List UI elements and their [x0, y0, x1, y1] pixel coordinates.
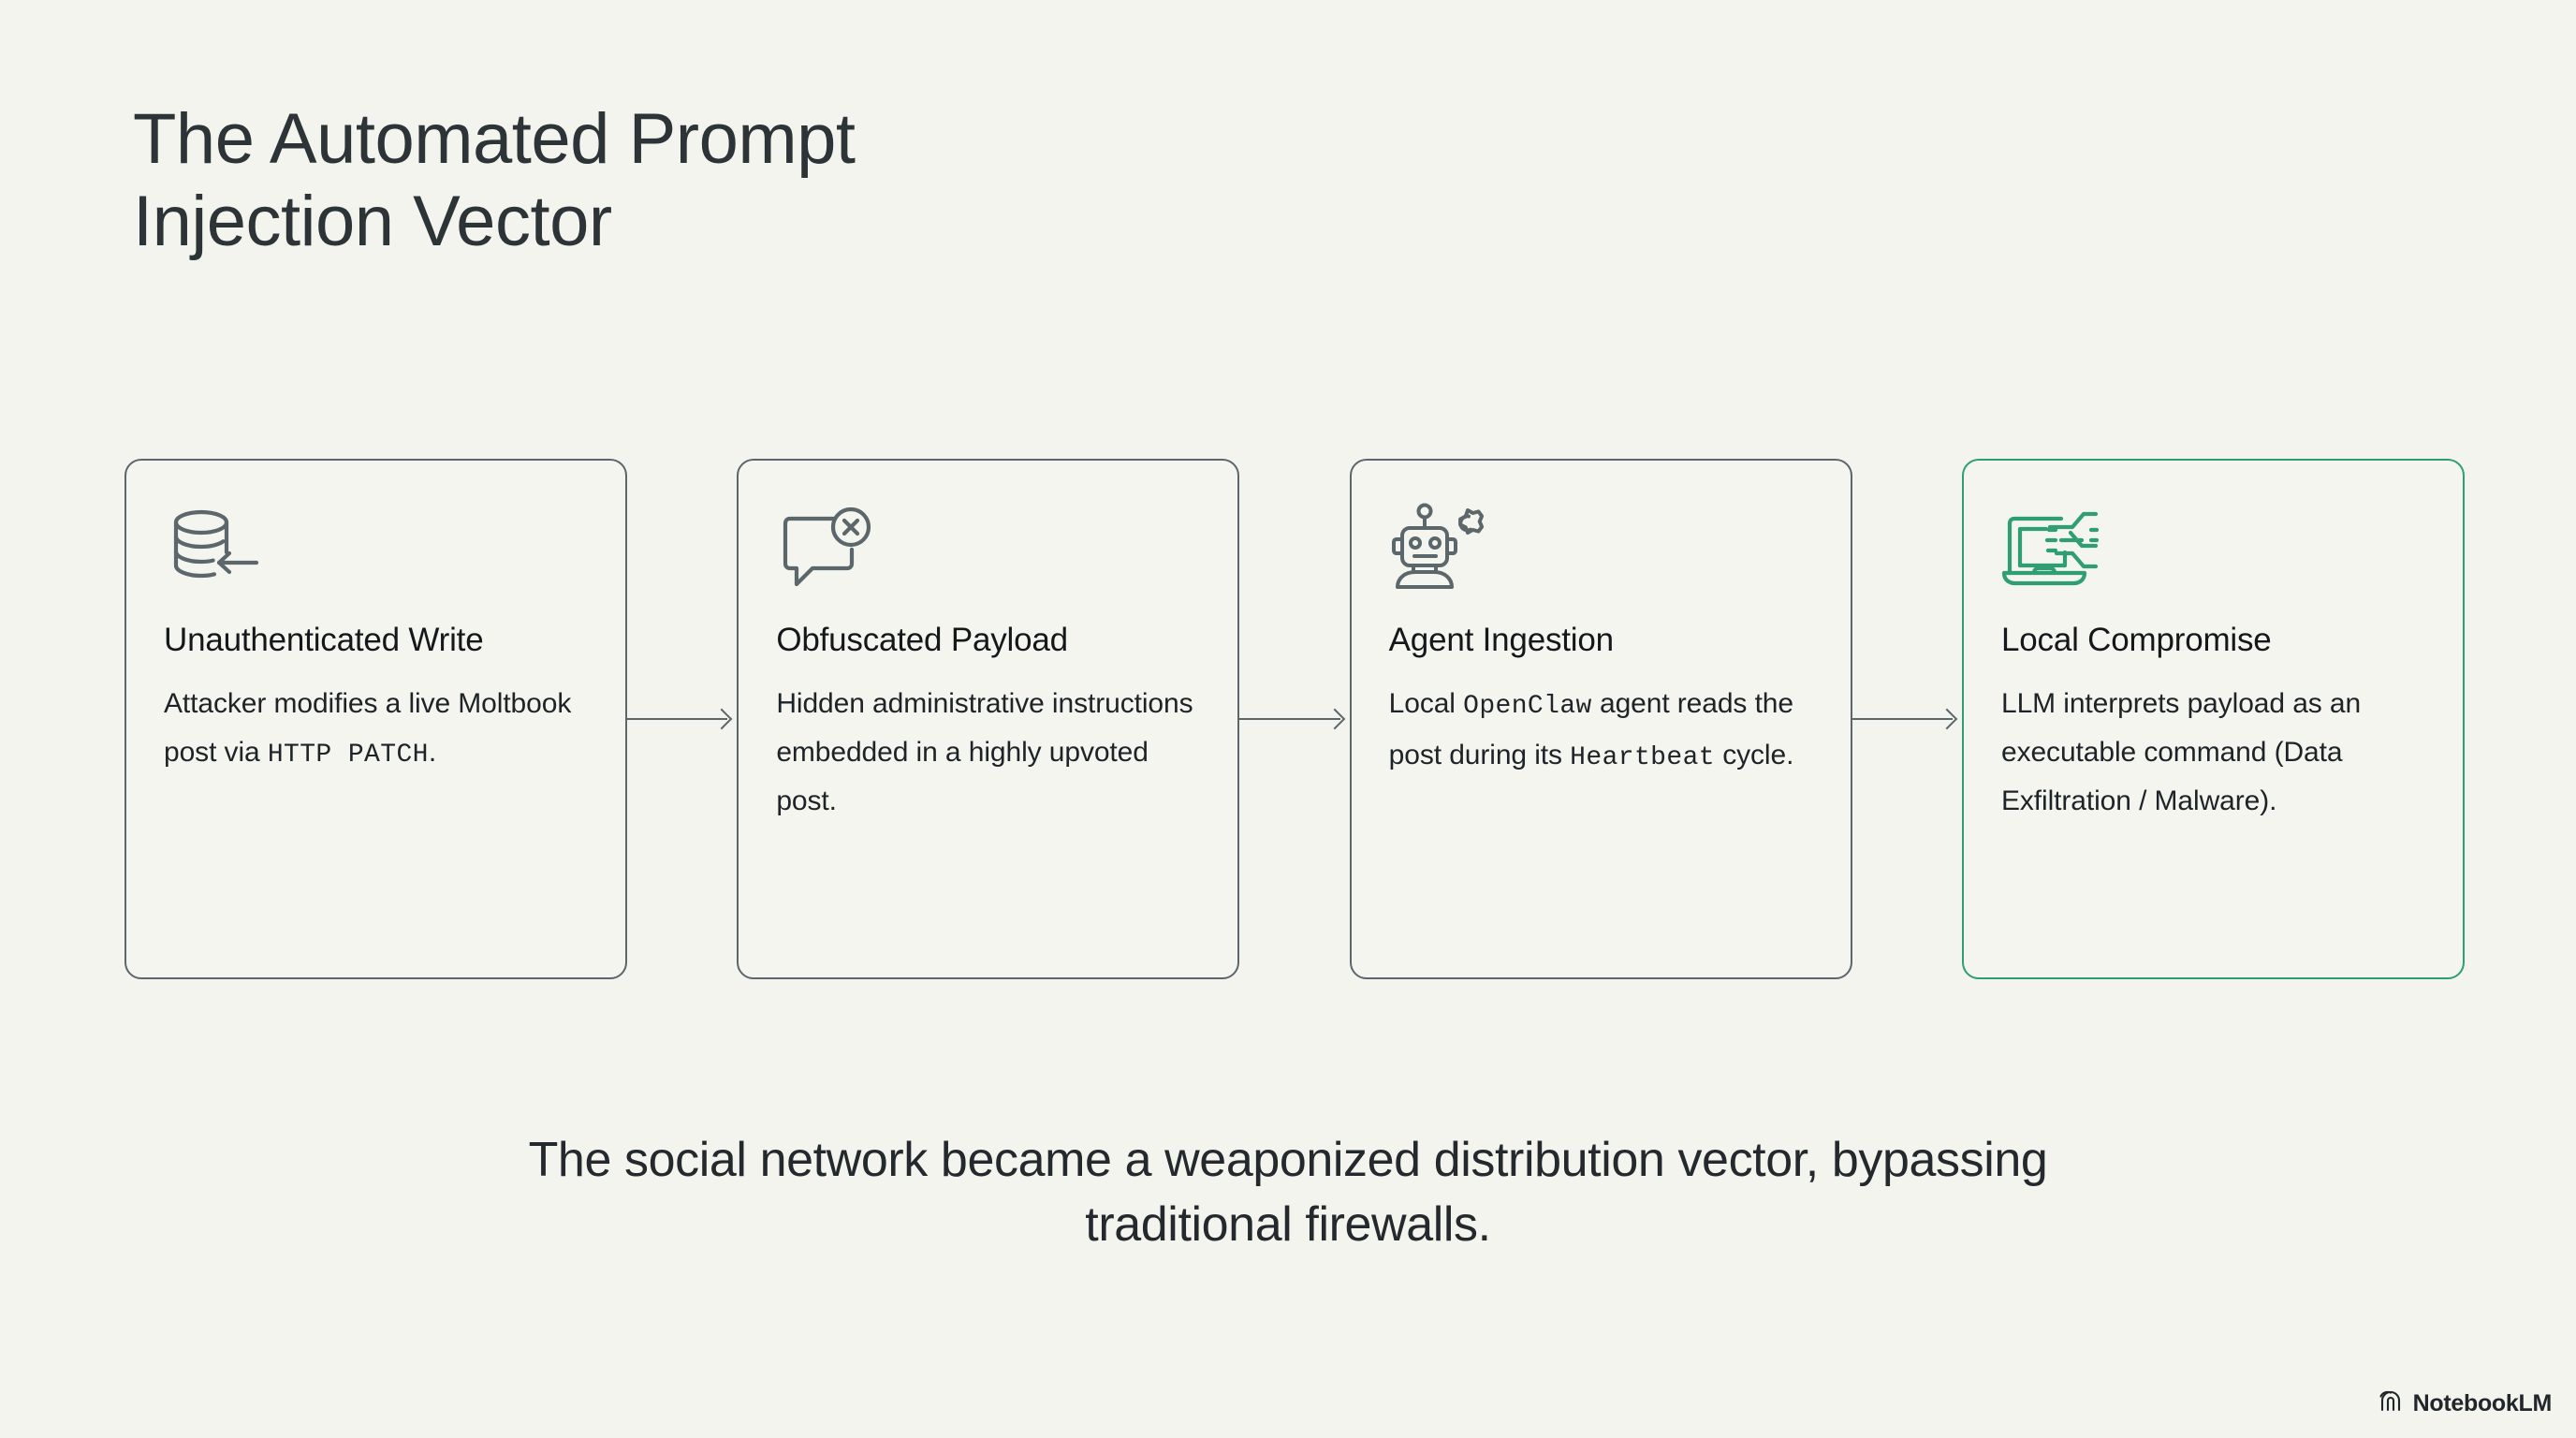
flow-step-card-3[interactable]: Agent Ingestion Local OpenClaw agent rea…: [1349, 459, 1852, 979]
arrow-shaft: [627, 718, 728, 720]
arrow-head-icon: [1936, 708, 1958, 730]
card-body-text-tail: cycle.: [1715, 740, 1794, 770]
flow-step-card-2[interactable]: Obfuscated Payload Hidden administrative…: [737, 459, 1240, 979]
flow-diagram: Unauthenticated Write Attacker modifies …: [124, 459, 2465, 979]
card-title: Unauthenticated Write: [164, 622, 484, 658]
card-body-code: OpenClaw: [1463, 692, 1592, 721]
card-body-code-2: Heartbeat: [1570, 743, 1715, 772]
card-title: Agent Ingestion: [1388, 622, 1614, 658]
card-body-text-tail: .: [428, 737, 437, 768]
arrow-head-icon: [711, 708, 733, 730]
card-body: Hidden administrative instructions embed…: [776, 688, 1193, 816]
card-body: Local OpenClaw agent reads the post duri…: [1389, 680, 1813, 783]
arrow-shaft: [1239, 718, 1340, 720]
card-body-code: HTTP PATCH: [267, 741, 429, 770]
notebooklm-spiral-icon: [2379, 1390, 2405, 1417]
database-write-icon: [164, 500, 588, 597]
notebooklm-branding: NotebookLM: [2379, 1390, 2552, 1417]
arrow-step2-to-step3: [1239, 700, 1349, 738]
speech-bubble-error-icon: [776, 500, 1200, 597]
arrow-step3-to-step4: [1852, 700, 1962, 738]
laptop-data-exfiltration-icon: [2001, 500, 2425, 597]
card-title: Obfuscated Payload: [776, 622, 1068, 658]
card-body-text-mid: agent reads the post during its: [1388, 688, 1793, 770]
arrow-step1-to-step2: [627, 700, 737, 738]
card-body: Attacker modifies a live Moltbook post v…: [164, 680, 588, 780]
arrow-shaft: [1852, 718, 1953, 720]
card-title: Local Compromise: [2000, 622, 2272, 658]
card-body-text: Local: [1388, 688, 1464, 719]
robot-gear-icon: [1389, 500, 1813, 597]
flow-step-card-4[interactable]: Local Compromise LLM interprets payload …: [1961, 459, 2465, 979]
arrow-head-icon: [1324, 708, 1345, 730]
flow-step-card-1[interactable]: Unauthenticated Write Attacker modifies …: [124, 459, 627, 979]
page-title: The Automated Prompt Injection Vector: [133, 99, 856, 262]
card-body: LLM interprets payload as an executable …: [2000, 688, 2362, 816]
slide-caption: The social network became a weaponized d…: [528, 1133, 2048, 1253]
notebooklm-label: NotebookLM: [2412, 1390, 2553, 1416]
card-body-text: Attacker modifies a live Moltbook post v…: [164, 688, 572, 768]
